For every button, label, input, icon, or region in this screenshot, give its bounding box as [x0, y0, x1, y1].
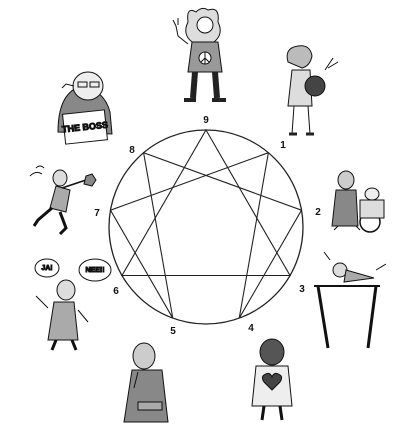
type-4-illustration — [252, 339, 292, 420]
enneagram-hexad — [111, 153, 302, 319]
speech-left-label: JA! — [41, 265, 52, 272]
point-label-6: 6 — [113, 286, 119, 297]
point-label-1: 1 — [280, 140, 286, 151]
type-2-illustration — [332, 171, 384, 232]
type-5-illustration — [124, 343, 168, 422]
globe-icon — [305, 76, 325, 96]
point-label-4: 4 — [248, 323, 254, 334]
enneagram-circle — [109, 130, 303, 324]
point-label-5: 5 — [170, 326, 176, 337]
type-9-illustration — [173, 8, 226, 100]
point-label-3: 3 — [299, 284, 305, 295]
point-label-2: 2 — [315, 207, 321, 218]
shirt-label-5 — [138, 402, 162, 410]
type-3-illustration — [314, 252, 386, 348]
speech-right-label: NEE!! — [85, 267, 104, 274]
point-labels: 9 1 2 3 4 5 6 7 8 — [94, 115, 321, 337]
point-label-8: 8 — [129, 145, 135, 156]
type-1-illustration — [287, 46, 338, 134]
enneagram-diagram — [109, 130, 303, 324]
point-label-7: 7 — [94, 208, 100, 219]
type-6-illustration: JA! NEE!! — [35, 259, 111, 350]
type-8-illustration: THE BOSS — [58, 72, 112, 144]
enneagram-triangle — [122, 130, 290, 276]
type-7-illustration — [30, 166, 96, 234]
point-label-9: 9 — [203, 115, 209, 126]
